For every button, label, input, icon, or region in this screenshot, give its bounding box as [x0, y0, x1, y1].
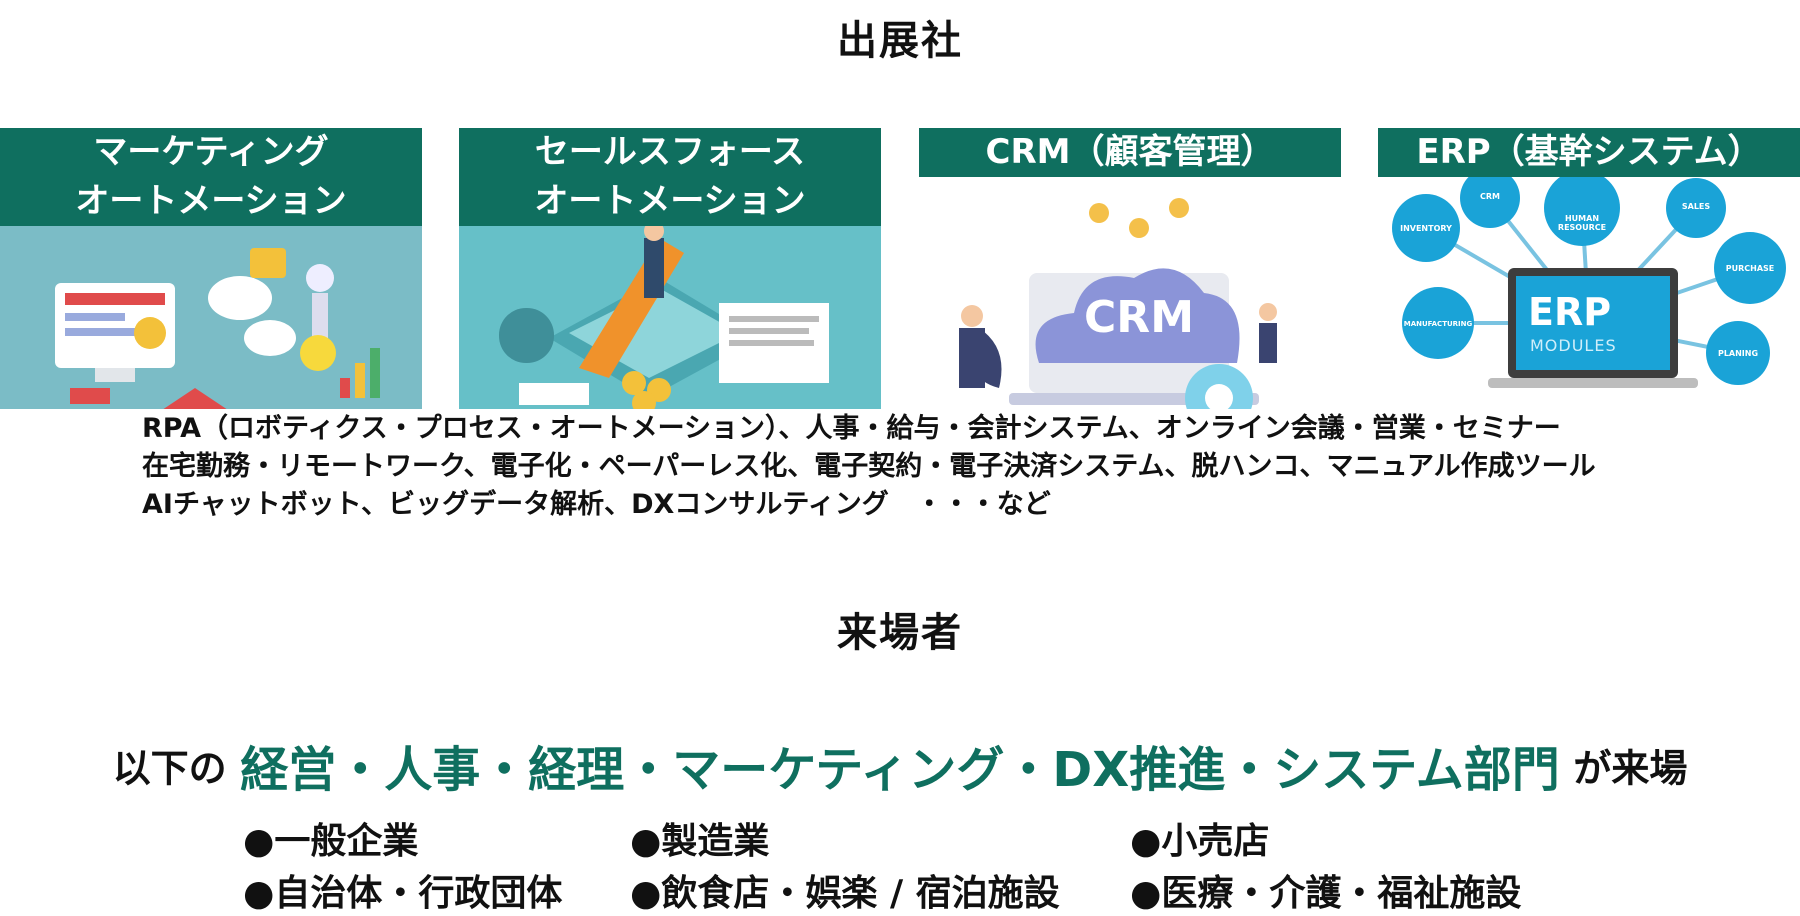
- salesforce-illustration: [459, 221, 881, 409]
- erp-bubble-sales: SALES: [1681, 202, 1711, 211]
- exhibitor-category-list: RPA（ロボティクス・プロセス・オートメーション）、人事・給与・会計システム、オ…: [142, 410, 1596, 524]
- crm-image-text: CRM: [1084, 292, 1194, 343]
- visitor-category: ●製造業: [630, 821, 770, 862]
- visitor-category: ●小売店: [1130, 821, 1270, 862]
- erp-image-subtext: MODULES: [1530, 336, 1617, 355]
- crm-illustration: [959, 198, 1277, 409]
- headline-prefix: 以下の: [112, 746, 227, 791]
- exhibitors-title: 出展社: [837, 18, 963, 64]
- category-line: 在宅勤務・リモートワーク、電子化・ペーパーレス化、電子契約・電子決済システム、脱…: [142, 451, 1596, 482]
- erp-bubble-purchase: PURCHASE: [1725, 264, 1775, 273]
- visitor-headline: 以下の 経営・人事・経理・マーケティング・DX推進・システム部門 が来場: [0, 730, 1800, 800]
- headline-emphasis: 経営・人事・経理・マーケティング・DX推進・システム部門: [240, 742, 1560, 798]
- erp-bubble-hr: HUMAN RESOURCE: [1557, 214, 1607, 232]
- erp-bubble-crm: CRM: [1480, 192, 1500, 201]
- headline-suffix: が来場: [1573, 746, 1688, 791]
- erp-bubble-manufacturing: MANUFACTURING: [1403, 320, 1473, 328]
- visitor-category: ●自治体・行政団体: [243, 873, 563, 914]
- category-line: AIチャットボット、ビッグデータ解析、DXコンサルティング ・・・など: [142, 489, 1051, 520]
- card-label: ERP（基幹システム）: [1378, 128, 1800, 177]
- visitor-category: ●一般企業: [243, 821, 419, 862]
- card-marketing-automation: マーケティング オートメーション: [0, 128, 422, 409]
- category-line: RPA（ロボティクス・プロセス・オートメーション）、人事・給与・会計システム、オ…: [142, 413, 1561, 444]
- card-label: CRM（顧客管理）: [919, 128, 1341, 177]
- erp-illustration: [1392, 168, 1786, 388]
- visitors-title: 来場者: [837, 610, 963, 656]
- erp-image-text: ERP: [1528, 290, 1612, 334]
- card-erp: ERP（基幹システム） ERP MODULES CRM HUMAN RESOUR…: [1378, 128, 1800, 409]
- visitor-category: ●医療・介護・福祉施設: [1130, 873, 1522, 914]
- card-label: マーケティング オートメーション: [0, 128, 422, 226]
- card-salesforce-automation: セールスフォース オートメーション: [459, 128, 881, 409]
- erp-bubble-planing: PLANING: [1717, 349, 1759, 358]
- visitor-category: ●飲食店・娯楽 / 宿泊施設: [630, 873, 1060, 914]
- erp-bubble-inventory: INVENTORY: [1400, 224, 1452, 233]
- card-label: セールスフォース オートメーション: [459, 128, 881, 226]
- card-crm: CRM（顧客管理） CRM: [919, 128, 1341, 409]
- marketing-illustration: [0, 226, 422, 409]
